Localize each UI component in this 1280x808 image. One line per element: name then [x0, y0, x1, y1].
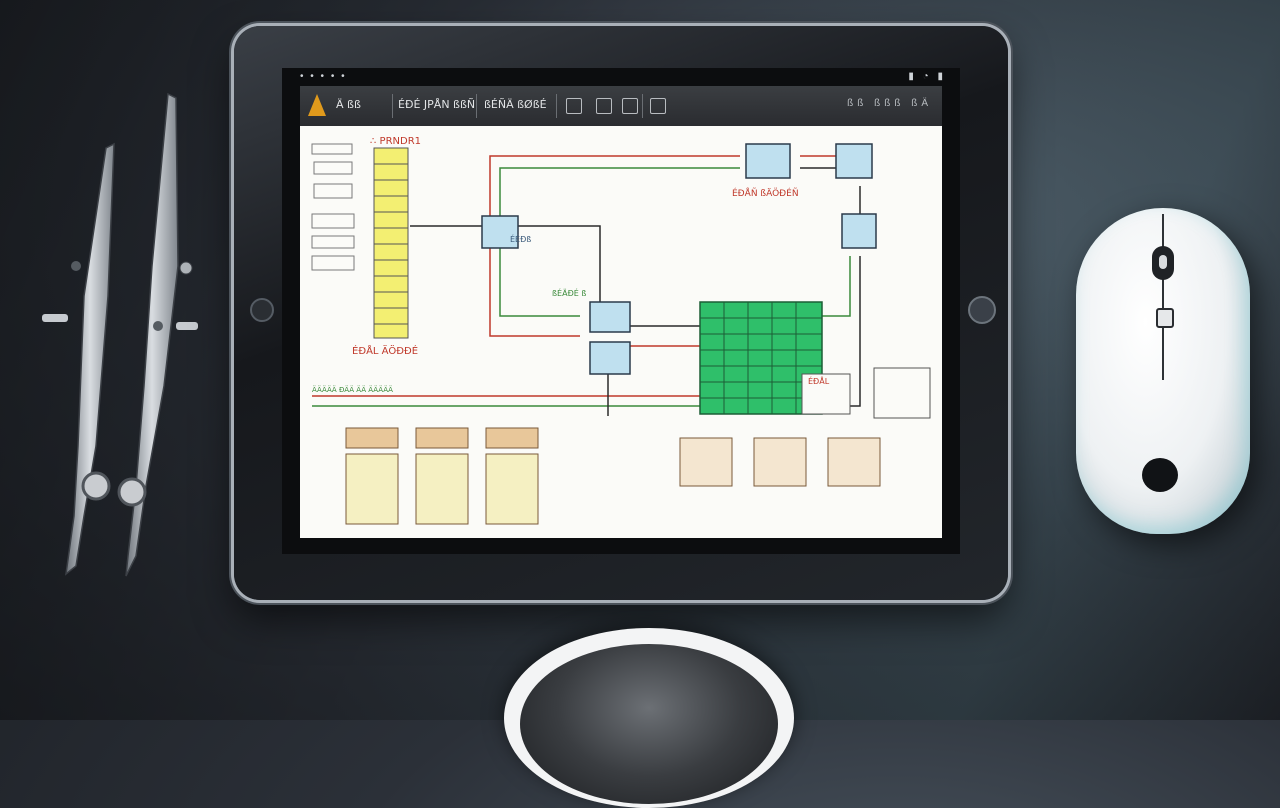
tool-icon-2[interactable] [596, 98, 612, 114]
label-mid: ÉÉÐß [510, 233, 531, 244]
computer-mouse [1076, 208, 1250, 534]
app-toolbar: Ä ßß ÉÐÉ JPÅN ßßÑ ßÉÑÄ ßØßÉ ßß ßßß ßÄ [300, 86, 942, 126]
tablet-screen: • • • • • ▮ ◔ ▮ Ä ßß ÉÐÉ JPÅN ßßÑ ßÉÑÄ ß… [282, 68, 960, 554]
bottom-cards-left [345, 427, 539, 525]
toolbar-item-3[interactable]: ßÉÑÄ ßØßÉ [484, 98, 547, 111]
label-bottom-left: ÉÐÅL ÄÖÐÐÉ [352, 344, 418, 357]
mouse-button-split [1162, 214, 1164, 380]
schematic-diagram: ∴ PRNDR1 ÉÐÅL ÄÖÐÐÉ [311, 136, 931, 525]
mouse-indicator [1156, 308, 1174, 328]
label-center-top: ÉÐÅÑ ßÄÖÐÉÑ [732, 187, 799, 199]
tool-icon-1[interactable] [566, 98, 582, 114]
toolbar-item-2[interactable]: ÉÐÉ JPÅN ßßÑ [398, 98, 476, 111]
mouse-sensor [1142, 458, 1178, 492]
status-bar-right: ▮ ◔ ▮ [908, 71, 946, 82]
schematic-canvas[interactable]: ∴ PRNDR1 ÉÐÅL ÄÖÐÐÉ [300, 126, 942, 538]
coffee-cup [504, 628, 794, 808]
blue-modules [481, 143, 877, 375]
home-button[interactable] [968, 296, 996, 324]
front-camera-icon [250, 298, 274, 322]
coffee [520, 644, 778, 804]
toolbar-right-items[interactable]: ßß ßßß ßÄ [847, 98, 932, 109]
wires [312, 155, 861, 416]
yellow-terminal-block [373, 147, 409, 339]
toolbar-divider [476, 94, 477, 118]
right-annotation-boxes [801, 367, 931, 419]
caliper-tool [42, 92, 198, 577]
scroll-wheel-icon [1152, 246, 1174, 280]
tablet: • • • • • ▮ ◔ ▮ Ä ßß ÉÐÉ JPÅN ßßÑ ßÉÑÄ ß… [234, 26, 1008, 600]
status-bar: • • • • • ▮ ◔ ▮ [282, 68, 960, 86]
label-bus: ÄÄÄÄÄ ÐÄÄ ÄÄ ÄÄÄÄÄ [312, 385, 393, 394]
toolbar-divider [556, 94, 557, 118]
tool-icon-3[interactable] [622, 98, 638, 114]
bottom-cards-right [679, 437, 881, 487]
label-center: ßÉÄÐÉ ß [552, 287, 586, 298]
app-logo-icon [308, 94, 326, 116]
toolbar-divider [392, 94, 393, 118]
toolbar-item-1[interactable]: Ä ßß [336, 98, 361, 111]
label-top-left: ∴ PRNDR1 [370, 136, 421, 147]
toolbar-divider [642, 94, 643, 118]
tool-icon-4[interactable] [650, 98, 666, 114]
status-bar-left: • • • • • [300, 71, 347, 82]
left-label-stubs [311, 143, 355, 271]
label-right-box: ÉÐÅL [808, 375, 830, 386]
